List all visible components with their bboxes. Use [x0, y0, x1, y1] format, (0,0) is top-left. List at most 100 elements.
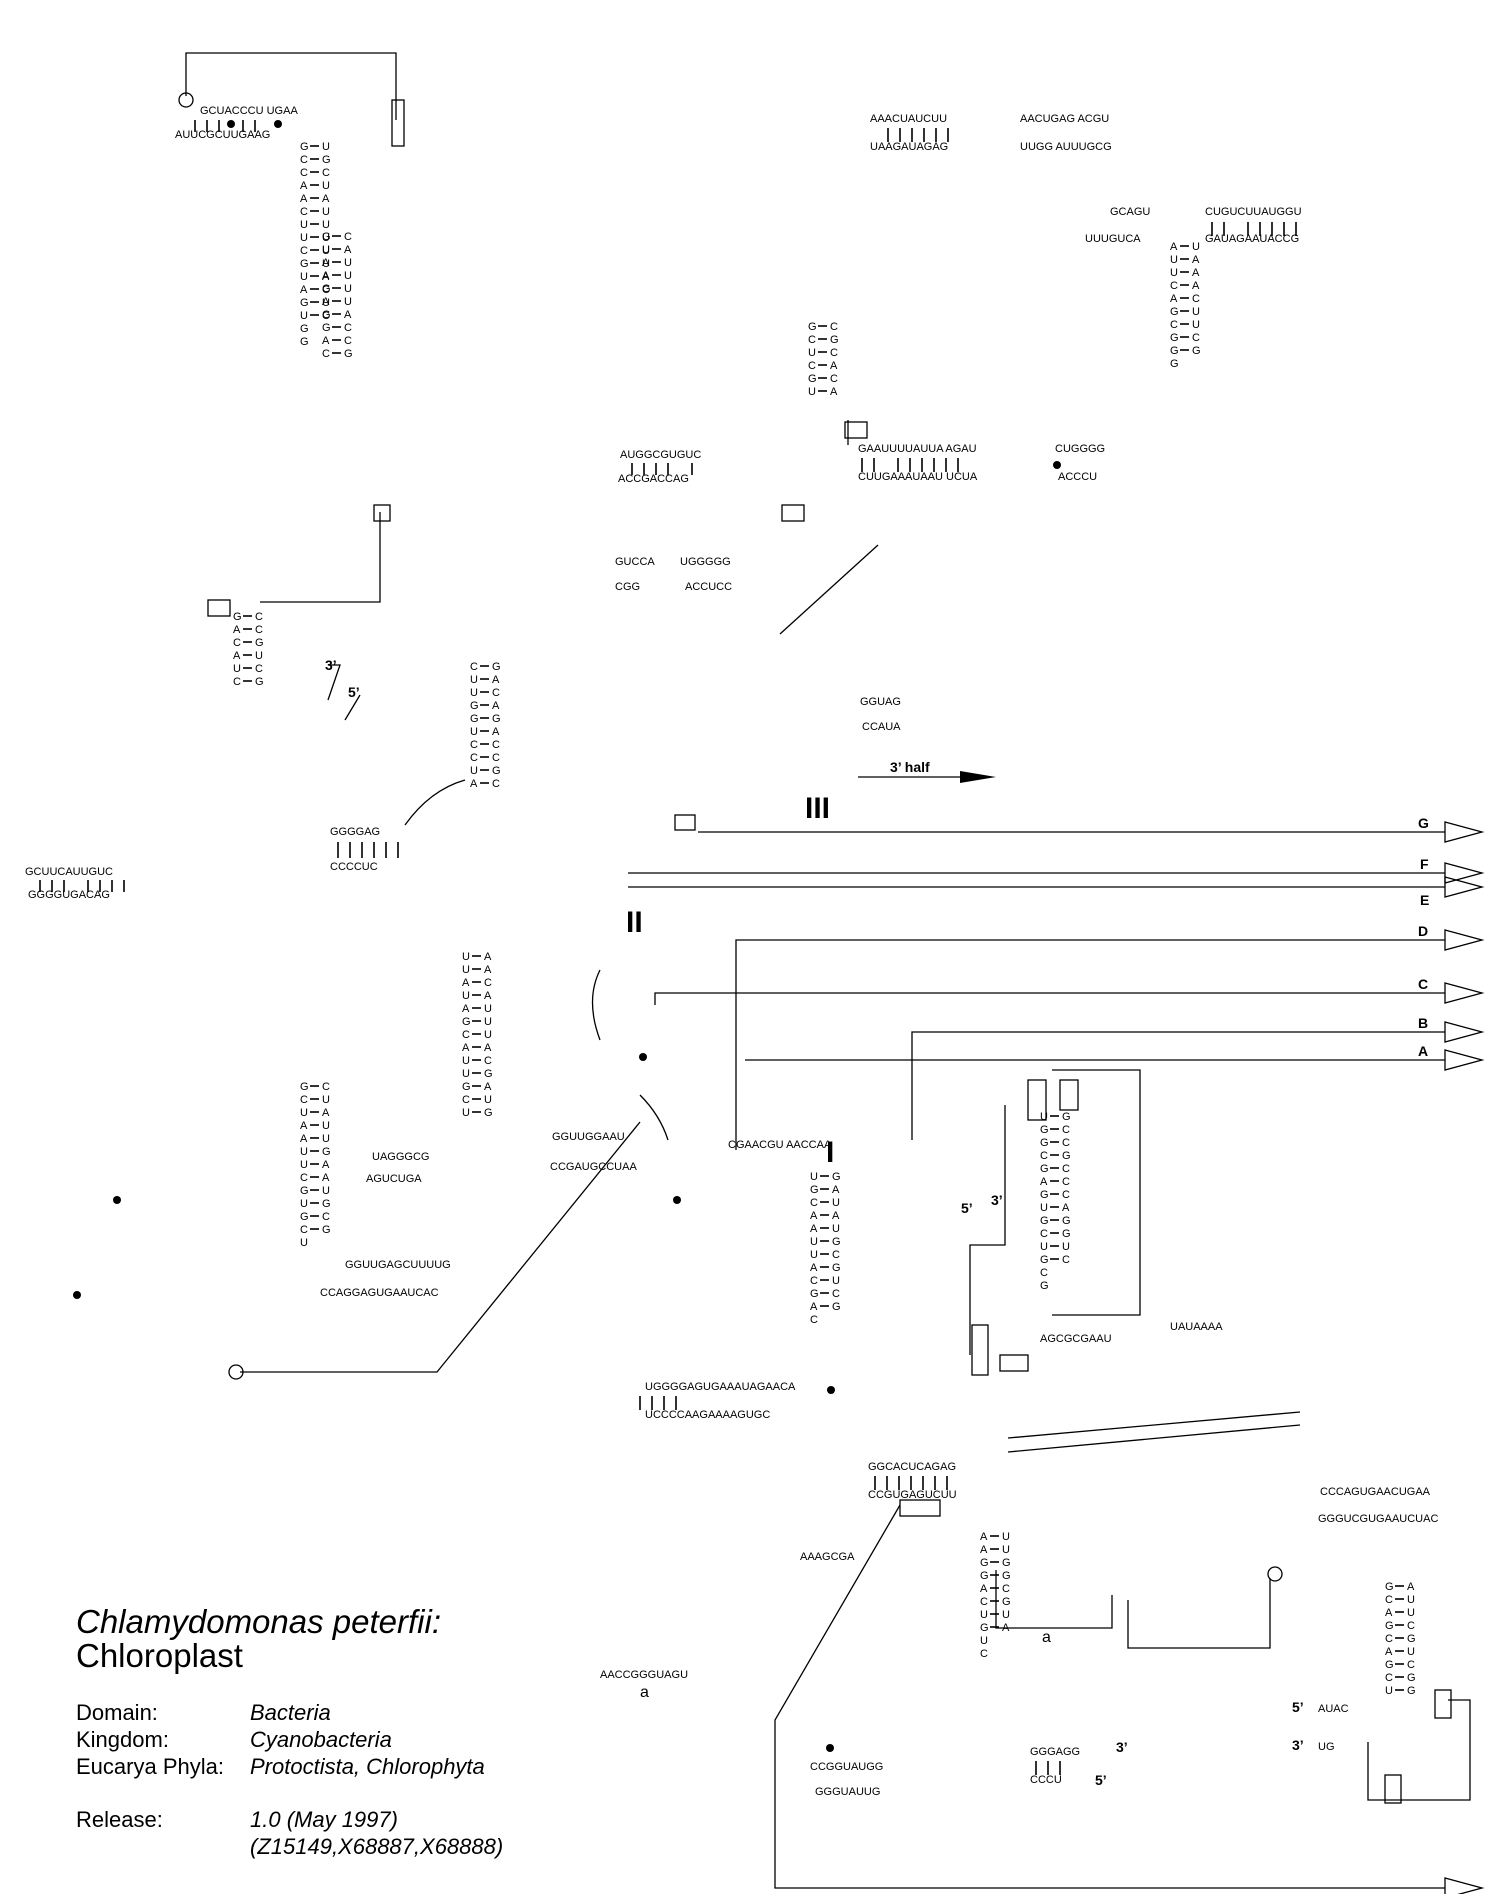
pair-bars-i-b — [1035, 1761, 1061, 1775]
svg-text:G: G — [462, 1081, 471, 1093]
svg-text:C: C — [1062, 1254, 1070, 1266]
svg-text:C: C — [300, 1224, 308, 1236]
svg-text:U: U — [484, 1016, 492, 1028]
arrowhead-bottom — [1444, 1877, 1485, 1894]
svg-text:U: U — [808, 347, 816, 359]
svg-text:C: C — [484, 1055, 492, 1067]
svg-text:C: C — [322, 1211, 330, 1223]
connector-label-e: E — [1420, 892, 1429, 908]
seq-left-far: GCUUCAUUGUC — [25, 866, 113, 878]
svg-text:G: G — [1385, 1659, 1394, 1671]
svg-text:U: U — [1040, 1202, 1048, 1214]
svg-text:A: A — [1002, 1622, 1010, 1634]
box-ac-right — [1059, 1079, 1079, 1111]
box-ac-iii — [844, 421, 868, 439]
svg-text:G: G — [832, 1301, 841, 1313]
svg-text:G: G — [808, 373, 817, 385]
svg-text:G: G — [300, 323, 309, 335]
svg-text:C: C — [255, 611, 263, 623]
three-half-label: 3’ half — [890, 759, 930, 775]
seq-i-small: AACCGGGUAGU — [600, 1669, 688, 1681]
svg-text:C: C — [1385, 1633, 1393, 1645]
svg-text:U: U — [1062, 1241, 1070, 1253]
seq-i-b-b: GGGUAUUG — [815, 1786, 880, 1798]
seq-i-right-row: CCCAGUGAACUGAA — [1320, 1486, 1431, 1498]
svg-text:U: U — [484, 1003, 492, 1015]
info-value: Bacteria — [250, 1700, 331, 1725]
release-accessions: (Z15149,X68887,X68888) — [250, 1834, 504, 1859]
svg-text:U: U — [322, 1094, 330, 1106]
svg-text:G: G — [300, 141, 309, 153]
svg-text:U: U — [300, 1237, 308, 1249]
svg-text:U: U — [322, 141, 330, 153]
svg-text:C: C — [980, 1596, 988, 1608]
svg-text:A: A — [1192, 254, 1200, 266]
svg-text:U: U — [462, 1055, 470, 1067]
seq-i-br-b: UG — [1318, 1741, 1335, 1753]
svg-text:A: A — [810, 1262, 818, 1274]
svg-text:G: G — [1062, 1111, 1071, 1123]
svg-text:C: C — [322, 310, 330, 322]
svg-text:C: C — [470, 661, 478, 673]
svg-text:A: A — [344, 244, 352, 256]
svg-text:G: G — [1407, 1672, 1416, 1684]
svg-text:U: U — [300, 310, 308, 322]
svg-text:G: G — [1002, 1557, 1011, 1569]
svg-text:G: G — [1170, 306, 1179, 318]
svg-text:C: C — [808, 334, 816, 346]
svg-text:U: U — [470, 687, 478, 699]
seq-lower-mid-b: CCGAUGCCUAA — [550, 1161, 637, 1173]
svg-text:G: G — [810, 1288, 819, 1300]
box-ac-bottom — [1434, 1689, 1452, 1719]
dot-top-left-2 — [274, 120, 282, 128]
svg-text:U: U — [1170, 267, 1178, 279]
five-prime-label-bottom: 5’ — [1095, 1772, 1107, 1788]
svg-text:U: U — [810, 1236, 818, 1248]
tertiary-line-box-2 — [969, 1105, 1006, 1355]
dot-left-2 — [73, 1291, 81, 1299]
svg-text:G: G — [1040, 1215, 1049, 1227]
seq-top-left-inner: AUUCGCUUGAAG — [175, 129, 270, 141]
svg-text:G: G — [832, 1236, 841, 1248]
accessions-row: (Z15149,X68887,X68888) — [76, 1833, 636, 1860]
seq-i-top: CGAACGU AACCAA — [728, 1139, 832, 1151]
box-cgc-top — [391, 99, 405, 147]
seq-top-right-a: AAACUAUCUU — [870, 113, 947, 125]
svg-text:C: C — [810, 1197, 818, 1209]
seq-i-right-row-b: GGGUCGUGAAUCUAC — [1318, 1513, 1438, 1525]
svg-text:G: G — [1192, 345, 1201, 357]
connector-line-c — [654, 992, 1445, 1005]
svg-text:U: U — [322, 1120, 330, 1132]
svg-text:G: G — [300, 1211, 309, 1223]
svg-text:A: A — [322, 1172, 330, 1184]
seq-i-left-row: UGGGGAGUGAAAUAGAACA — [645, 1381, 796, 1393]
svg-text:A: A — [1192, 267, 1200, 279]
seq-i-b-a: CCGGUAUGG — [810, 1761, 883, 1773]
svg-text:U: U — [484, 1094, 492, 1106]
svg-text:C: C — [492, 687, 500, 699]
svg-text:G: G — [1385, 1581, 1394, 1593]
seq-iii-inner-b: ACCUCC — [685, 581, 732, 593]
pair-bars-i-left — [639, 1396, 677, 1410]
pair-bars-top-left — [194, 120, 256, 132]
seq-iii-end: GGUAG — [860, 696, 901, 708]
svg-text:U: U — [300, 271, 308, 283]
dot-i-2 — [826, 1744, 834, 1752]
connector-label-c: C — [1418, 976, 1428, 992]
svg-text:C: C — [1040, 1267, 1048, 1279]
three-prime-tick — [344, 694, 361, 721]
svg-text:G: G — [322, 309, 331, 321]
svg-text:C: C — [1062, 1163, 1070, 1175]
seq-right-d: UUUGUCA — [1085, 233, 1141, 245]
seq-iii-mid: GAAUUUUAUUA AGAU — [858, 443, 977, 455]
svg-text:C: C — [1062, 1189, 1070, 1201]
svg-text:A: A — [1170, 241, 1178, 253]
svg-text:G: G — [492, 661, 501, 673]
svg-text:A: A — [484, 1042, 492, 1054]
svg-text:C: C — [1062, 1176, 1070, 1188]
svg-text:G: G — [255, 637, 264, 649]
svg-text:C: C — [300, 167, 308, 179]
info-row-phyla: Eucarya Phyla: Protoctista, Chlorophyta — [76, 1753, 636, 1780]
svg-text:G: G — [1170, 345, 1179, 357]
connector-label-b: B — [1418, 1015, 1428, 1031]
